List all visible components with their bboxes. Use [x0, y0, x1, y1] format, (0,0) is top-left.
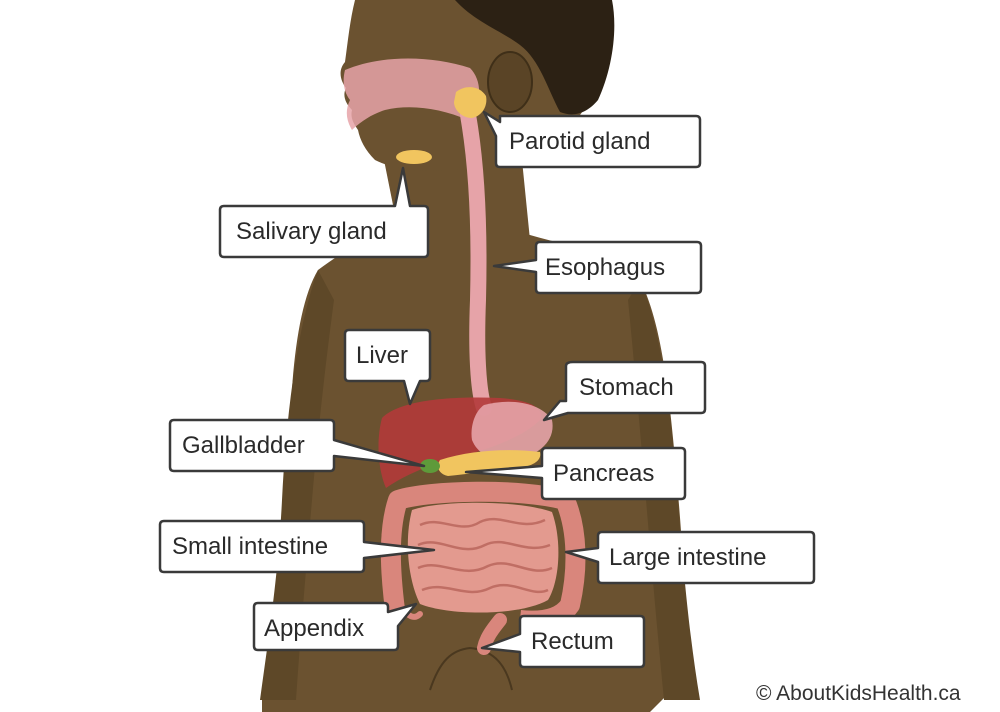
- callout-large-intestine: Large intestine: [564, 530, 816, 585]
- parotid-gland: [454, 87, 487, 118]
- salivary-gland: [396, 150, 432, 164]
- rectum: [477, 613, 507, 655]
- callout-pancreas: Pancreas: [464, 446, 687, 501]
- lower-body-crease: [429, 646, 513, 691]
- callout-small-intestine: Small intestine: [158, 519, 436, 574]
- oral-cavity: [343, 58, 480, 130]
- callout-rectum: Rectum: [480, 614, 646, 669]
- small-intestine: [407, 502, 559, 613]
- callouts: Parotid gland Salivary gland Esophagus L…: [158, 110, 816, 669]
- digestive-organs: [343, 58, 586, 655]
- label-liver: Liver: [356, 342, 408, 369]
- label-salivary-gland: Salivary gland: [236, 218, 387, 245]
- label-stomach: Stomach: [579, 374, 674, 401]
- label-parotid-gland: Parotid gland: [509, 128, 650, 155]
- small-intestine-folds: [417, 517, 553, 594]
- pancreas: [438, 450, 541, 476]
- label-pancreas: Pancreas: [553, 460, 654, 487]
- label-appendix: Appendix: [264, 615, 364, 642]
- stomach: [471, 401, 553, 461]
- callout-esophagus: Esophagus: [492, 240, 703, 295]
- label-large-intestine: Large intestine: [609, 544, 766, 571]
- callout-gallbladder: Gallbladder: [168, 418, 426, 473]
- callout-stomach: Stomach: [542, 360, 707, 422]
- callout-salivary-gland: Salivary gland: [218, 166, 430, 259]
- label-gallbladder: Gallbladder: [182, 432, 305, 459]
- label-esophagus: Esophagus: [545, 254, 665, 281]
- esophagus: [460, 107, 492, 416]
- callout-liver: Liver: [343, 328, 432, 406]
- label-small-intestine: Small intestine: [172, 533, 328, 560]
- hair: [455, 0, 615, 115]
- left-arm: [260, 270, 334, 700]
- copyright-credit: © AboutKidsHealth.ca: [756, 682, 961, 705]
- gallbladder: [420, 459, 440, 473]
- ear: [487, 51, 533, 113]
- callout-appendix: Appendix: [252, 601, 418, 652]
- label-rectum: Rectum: [531, 628, 614, 655]
- callout-parotid-gland: Parotid gland: [482, 110, 702, 169]
